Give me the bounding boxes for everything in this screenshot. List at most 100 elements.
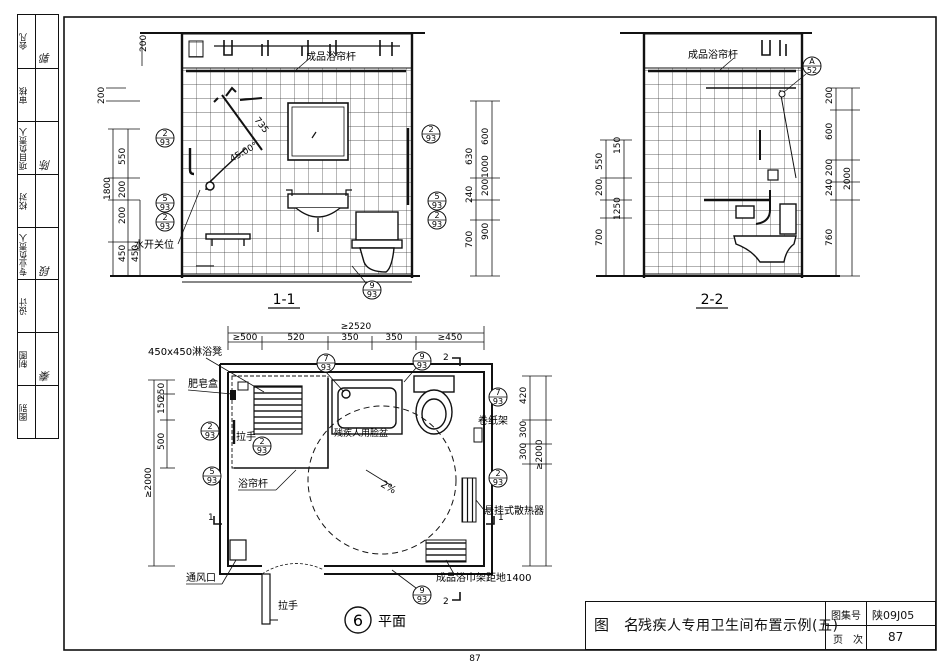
svg-text:93: 93 <box>207 476 217 485</box>
svg-text:2: 2 <box>162 213 167 222</box>
approval-role-label: 专业负责人 <box>19 232 29 276</box>
approval-row: 会凡郭 <box>18 15 58 68</box>
svg-text:200: 200 <box>118 181 128 198</box>
svg-text:93: 93 <box>432 201 442 210</box>
toilet-plan <box>413 375 455 435</box>
callout-1-1-a: 2 93 <box>155 128 175 148</box>
approval-role-label: 图别 <box>19 404 29 422</box>
toilet-section <box>351 211 403 273</box>
svg-text:52: 52 <box>807 66 817 75</box>
svg-text:700: 700 <box>595 229 605 246</box>
svg-text:450: 450 <box>131 245 141 262</box>
svg-text:A: A <box>809 57 815 66</box>
label-water-valve: 水开关位 <box>134 238 174 251</box>
svg-text:150: 150 <box>157 397 167 414</box>
strip-divider <box>35 15 36 438</box>
svg-text:2: 2 <box>443 597 449 607</box>
svg-text:1800: 1800 <box>103 177 113 200</box>
svg-text:≥2520: ≥2520 <box>341 322 372 332</box>
svg-text:2: 2 <box>162 129 167 138</box>
svg-text:93: 93 <box>417 595 427 604</box>
approval-row: 专业负责人段 <box>18 226 58 281</box>
approval-role-label: 项目负责人 <box>19 126 29 170</box>
svg-text:1: 1 <box>208 513 214 523</box>
svg-text:2: 2 <box>495 469 500 478</box>
svg-text:成品浴帘杆: 成品浴帘杆 <box>688 48 738 61</box>
svg-text:93: 93 <box>432 220 442 229</box>
svg-text:1250: 1250 <box>613 197 623 220</box>
svg-text:93: 93 <box>493 478 503 487</box>
approval-signature: 段 <box>39 265 52 277</box>
svg-text:5: 5 <box>434 192 439 201</box>
atlas-number: 陕09J05 <box>872 609 915 622</box>
svg-text:≥450: ≥450 <box>438 333 463 343</box>
svg-text:200: 200 <box>139 35 149 52</box>
label-vent: 通风口 <box>186 572 216 584</box>
mirror <box>287 102 349 161</box>
svg-text:2: 2 <box>443 353 449 363</box>
svg-text:500: 500 <box>157 433 167 450</box>
svg-text:5: 5 <box>209 467 214 476</box>
svg-text:600: 600 <box>481 128 491 145</box>
svg-text:200: 200 <box>825 159 835 176</box>
approval-signature: 郭 <box>39 52 52 64</box>
section-2-2: 成品浴帘杆 150 <box>595 32 860 309</box>
svg-text:630: 630 <box>465 148 475 165</box>
section-2-2-title: 2-2 <box>701 292 724 308</box>
atlas-label: 图集号 <box>831 611 861 622</box>
callout-plan-f: 7 93 <box>488 387 508 407</box>
svg-text:93: 93 <box>160 203 170 212</box>
svg-text:5: 5 <box>162 194 167 203</box>
svg-text:150: 150 <box>613 137 623 154</box>
callout-1-1-f: 2 93 <box>427 210 447 230</box>
floor-plan: 2% ≥2520 ≥500 520 350 350 ≥450 <box>144 322 552 634</box>
sheet-border <box>63 16 937 651</box>
svg-text:93: 93 <box>367 290 377 299</box>
callout-1-1-c: 5 93 <box>155 193 175 213</box>
callout-plan-g: 2 93 <box>488 468 508 488</box>
svg-text:93: 93 <box>493 397 503 406</box>
radiator <box>461 477 477 523</box>
label-heater: 悬挂式散热器 <box>484 504 544 517</box>
approval-role-label: 制图 <box>19 351 29 369</box>
svg-text:9: 9 <box>369 281 374 290</box>
svg-text:760: 760 <box>825 229 835 246</box>
shower-stool-plan <box>253 385 303 435</box>
shower-slide-rail <box>213 86 263 151</box>
svg-text:2: 2 <box>207 422 212 431</box>
svg-text:550: 550 <box>595 153 605 170</box>
svg-text:350: 350 <box>341 333 358 343</box>
svg-text:600: 600 <box>825 123 835 140</box>
toilet-side <box>733 203 797 263</box>
callout-1-1-e: 5 93 <box>427 191 447 211</box>
approval-signature: 陈 <box>39 159 52 171</box>
svg-text:240: 240 <box>465 186 475 203</box>
drawing-title: 残疾人专用卫生间布置示例(五) <box>638 618 839 634</box>
svg-text:93: 93 <box>426 134 436 143</box>
label-soap-box: 肥皂盒 <box>188 377 218 390</box>
approval-row: 制图秦 <box>18 332 58 386</box>
wheelchair-turning-circle <box>307 405 457 555</box>
basin-plan <box>331 379 403 435</box>
label-curtain-rod: 成品浴帘杆 <box>306 50 356 63</box>
approval-row: 审核 <box>18 67 58 122</box>
svg-text:93: 93 <box>160 138 170 147</box>
label-handrail: 拉手 <box>236 430 256 443</box>
approval-role-label: 设计 <box>19 298 29 316</box>
basin-section <box>287 193 349 209</box>
plan-number-circle <box>344 606 372 634</box>
callout-plan-h: 9 93 <box>412 585 432 605</box>
svg-text:6: 6 <box>353 611 363 630</box>
svg-text:≥2000: ≥2000 <box>144 467 154 498</box>
label-towel-rack: 成品浴巾架距地1400 <box>436 571 531 584</box>
callout-plan-c: 2 93 <box>200 421 220 441</box>
page-no: 87 <box>888 630 904 644</box>
svg-text:300: 300 <box>519 443 529 460</box>
callout-plan-e: 5 93 <box>202 466 222 486</box>
callout-1-1-b: 2 93 <box>421 124 441 144</box>
svg-text:240: 240 <box>825 179 835 196</box>
callout-1-1-d: 2 93 <box>155 212 175 232</box>
svg-text:93: 93 <box>257 446 267 455</box>
ceiling-zone-1-1 <box>181 33 413 69</box>
svg-text:≥2000: ≥2000 <box>535 439 545 470</box>
